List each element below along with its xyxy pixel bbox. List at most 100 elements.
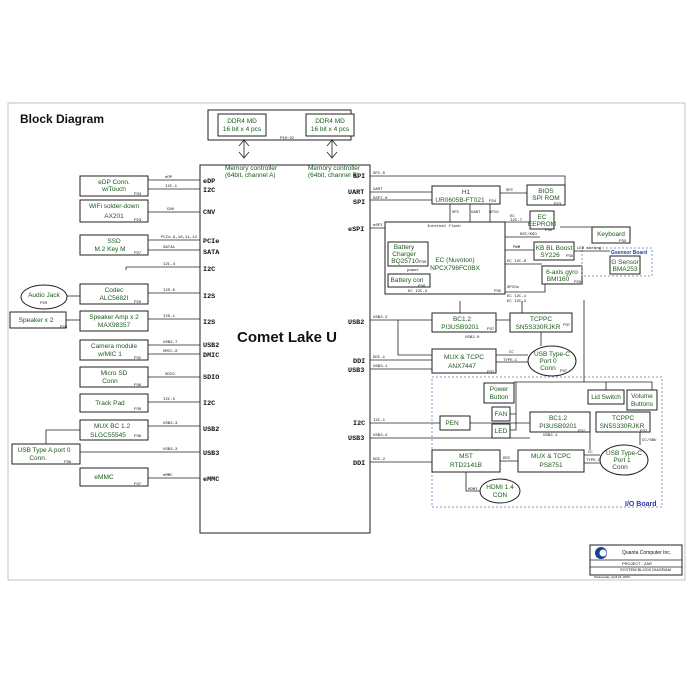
codec-box	[79, 283, 149, 305]
gyro-l1: 6-axis gyro	[546, 269, 578, 276]
led-box	[491, 423, 511, 439]
bc12-0-l2: PI3USB9201	[441, 324, 479, 331]
frame	[7, 102, 686, 581]
h1-l1: H1	[462, 189, 471, 196]
sig-typec-1: TYPE-C	[586, 459, 601, 463]
sig-spi0: SPI-0	[373, 172, 386, 176]
gyro-l2: BMI160	[547, 276, 570, 283]
sig-ec-i2c7b: I2C-7	[510, 219, 523, 223]
h1-l2: UR0605B-FT021	[435, 197, 485, 204]
ddr4-b-l2: 16 bit x 4 pcs	[311, 126, 350, 133]
usba-link	[45, 429, 80, 444]
trackpad-page: P35	[134, 406, 142, 411]
keyboard-box	[591, 226, 631, 244]
hdmi-l1: HDMI 1.4	[486, 484, 514, 491]
pin-sata: SATA	[203, 249, 220, 257]
mem-a-arrow	[238, 139, 250, 159]
kbbl-l2: SY226	[540, 252, 560, 259]
mux-0-page: P37	[487, 369, 495, 374]
pin-spi-a: SPI	[353, 173, 365, 181]
microsd-box	[79, 366, 149, 388]
sig-ec-i2c7a: EC	[510, 215, 515, 219]
sig-usb32: USB3-2	[373, 434, 388, 438]
bc12-1-box	[529, 411, 591, 433]
codec-l2: ALC5682I	[100, 295, 129, 302]
sig-cc-0: CC	[509, 351, 514, 355]
sig-gpio-h1: GPIO	[489, 211, 499, 215]
volume-l1: Volume	[631, 393, 653, 400]
sig-usb23: USB2-3	[163, 422, 178, 426]
sig-usb2-0: USB2-0	[465, 336, 480, 340]
hdmi-l2: CON	[493, 492, 508, 499]
ssd-l2: M.2 Key M	[94, 246, 125, 253]
ec-eeprom-l1: EC	[537, 214, 546, 221]
pin-espi: eSPI	[348, 226, 364, 234]
audio-jack-page: P29	[40, 300, 48, 305]
tcpc-1-l1: TCPPC	[612, 415, 634, 422]
ec-eeprom-page: P30	[545, 227, 553, 232]
diagram-title: Block Diagram	[20, 112, 104, 126]
wifi-page: P23	[134, 217, 142, 222]
sig-dmic0: DMIC-0	[163, 350, 178, 354]
charger-l1: Battery	[394, 244, 415, 251]
bc12-1-l1: BC1.2	[549, 415, 567, 422]
sig-led-string: LED string	[577, 246, 602, 251]
sig-usb22: USB2-2	[373, 316, 388, 320]
keyboard-page: P30	[619, 238, 627, 243]
edp-page: P33	[134, 191, 142, 196]
sig-usb33: USB3-3	[163, 448, 178, 452]
usbc0-l1: USB Type-C	[534, 351, 570, 358]
gyro-page: P29	[574, 279, 582, 284]
sig-uart-h1: UART	[471, 211, 481, 215]
edp-conn-box	[79, 175, 149, 197]
usba-l2: Conn.	[29, 455, 47, 462]
tcpc-0-l2: SN5S330RJKR	[516, 324, 561, 331]
usbc0-oval	[527, 345, 577, 377]
sig-spi-h1b: SPI	[506, 189, 513, 193]
mc-a-l2: (64bit, channel A)	[225, 172, 276, 179]
mst-l1: MST	[459, 453, 473, 460]
amp-l2: MAX98357	[98, 322, 131, 329]
sig-gspi0: GSPI-0	[373, 197, 388, 201]
pin-dmic: DMIC	[203, 352, 219, 360]
usbc0-page: P37	[560, 368, 568, 373]
pin-edp: eDP	[203, 178, 215, 186]
ec-page: P30	[494, 288, 502, 293]
mem-b-arrow	[326, 139, 338, 159]
charger-l3: BQ25710	[391, 258, 419, 265]
ddr4-b-l1: DDR4 MD	[315, 118, 345, 125]
usbc1-l2: Port 1	[613, 457, 631, 464]
pin-sdio: SDIO	[203, 374, 219, 382]
ec-eeprom-box	[529, 210, 555, 230]
usbc0-l2: Port 0	[539, 358, 557, 365]
volume-box	[626, 389, 658, 411]
trackpad-box	[79, 393, 149, 413]
sig-pcie: PCIe-9,10,11,12	[161, 236, 198, 240]
camera-page: P32	[134, 355, 142, 360]
bc12-0-box	[431, 312, 497, 333]
gsensor-title: Gsensor Board	[611, 250, 647, 256]
camera-l1: Camera module	[91, 343, 138, 350]
volume-l2: Buttons	[631, 401, 654, 408]
wifi-l2: AX201	[104, 213, 124, 220]
pin-i2c-b: I2C	[203, 266, 215, 274]
tb-project: PROJECT : ZAR	[622, 561, 652, 566]
sig-cc-sbu: CC/SBU	[642, 438, 657, 443]
mux-0-box	[431, 348, 497, 374]
sig-i2c5: I2C-5	[163, 398, 176, 402]
pin-i2c-c: I2C	[203, 400, 215, 408]
pin-i2s-b: I2S	[203, 319, 215, 327]
ssd-l1: SSD	[107, 238, 121, 245]
sig-ddi2: DDI-2	[373, 458, 386, 462]
h1-ec-lines	[449, 204, 530, 223]
pin-uart: UART	[348, 189, 364, 197]
tcpc-1-box	[595, 411, 651, 433]
left-lines	[80, 179, 200, 479]
speaker-l1: Speaker x 2	[19, 317, 54, 324]
charger-l2: Charger	[392, 251, 416, 258]
pin-usb2-a: USB2	[203, 342, 219, 350]
quanta-logo-inner	[599, 549, 607, 557]
sig-ec-i2c2: EC I2C-2	[507, 300, 527, 304]
usbc1-l1: USB Type-C	[606, 450, 642, 457]
mux-0-l1: MUX & TCPC	[444, 354, 484, 361]
